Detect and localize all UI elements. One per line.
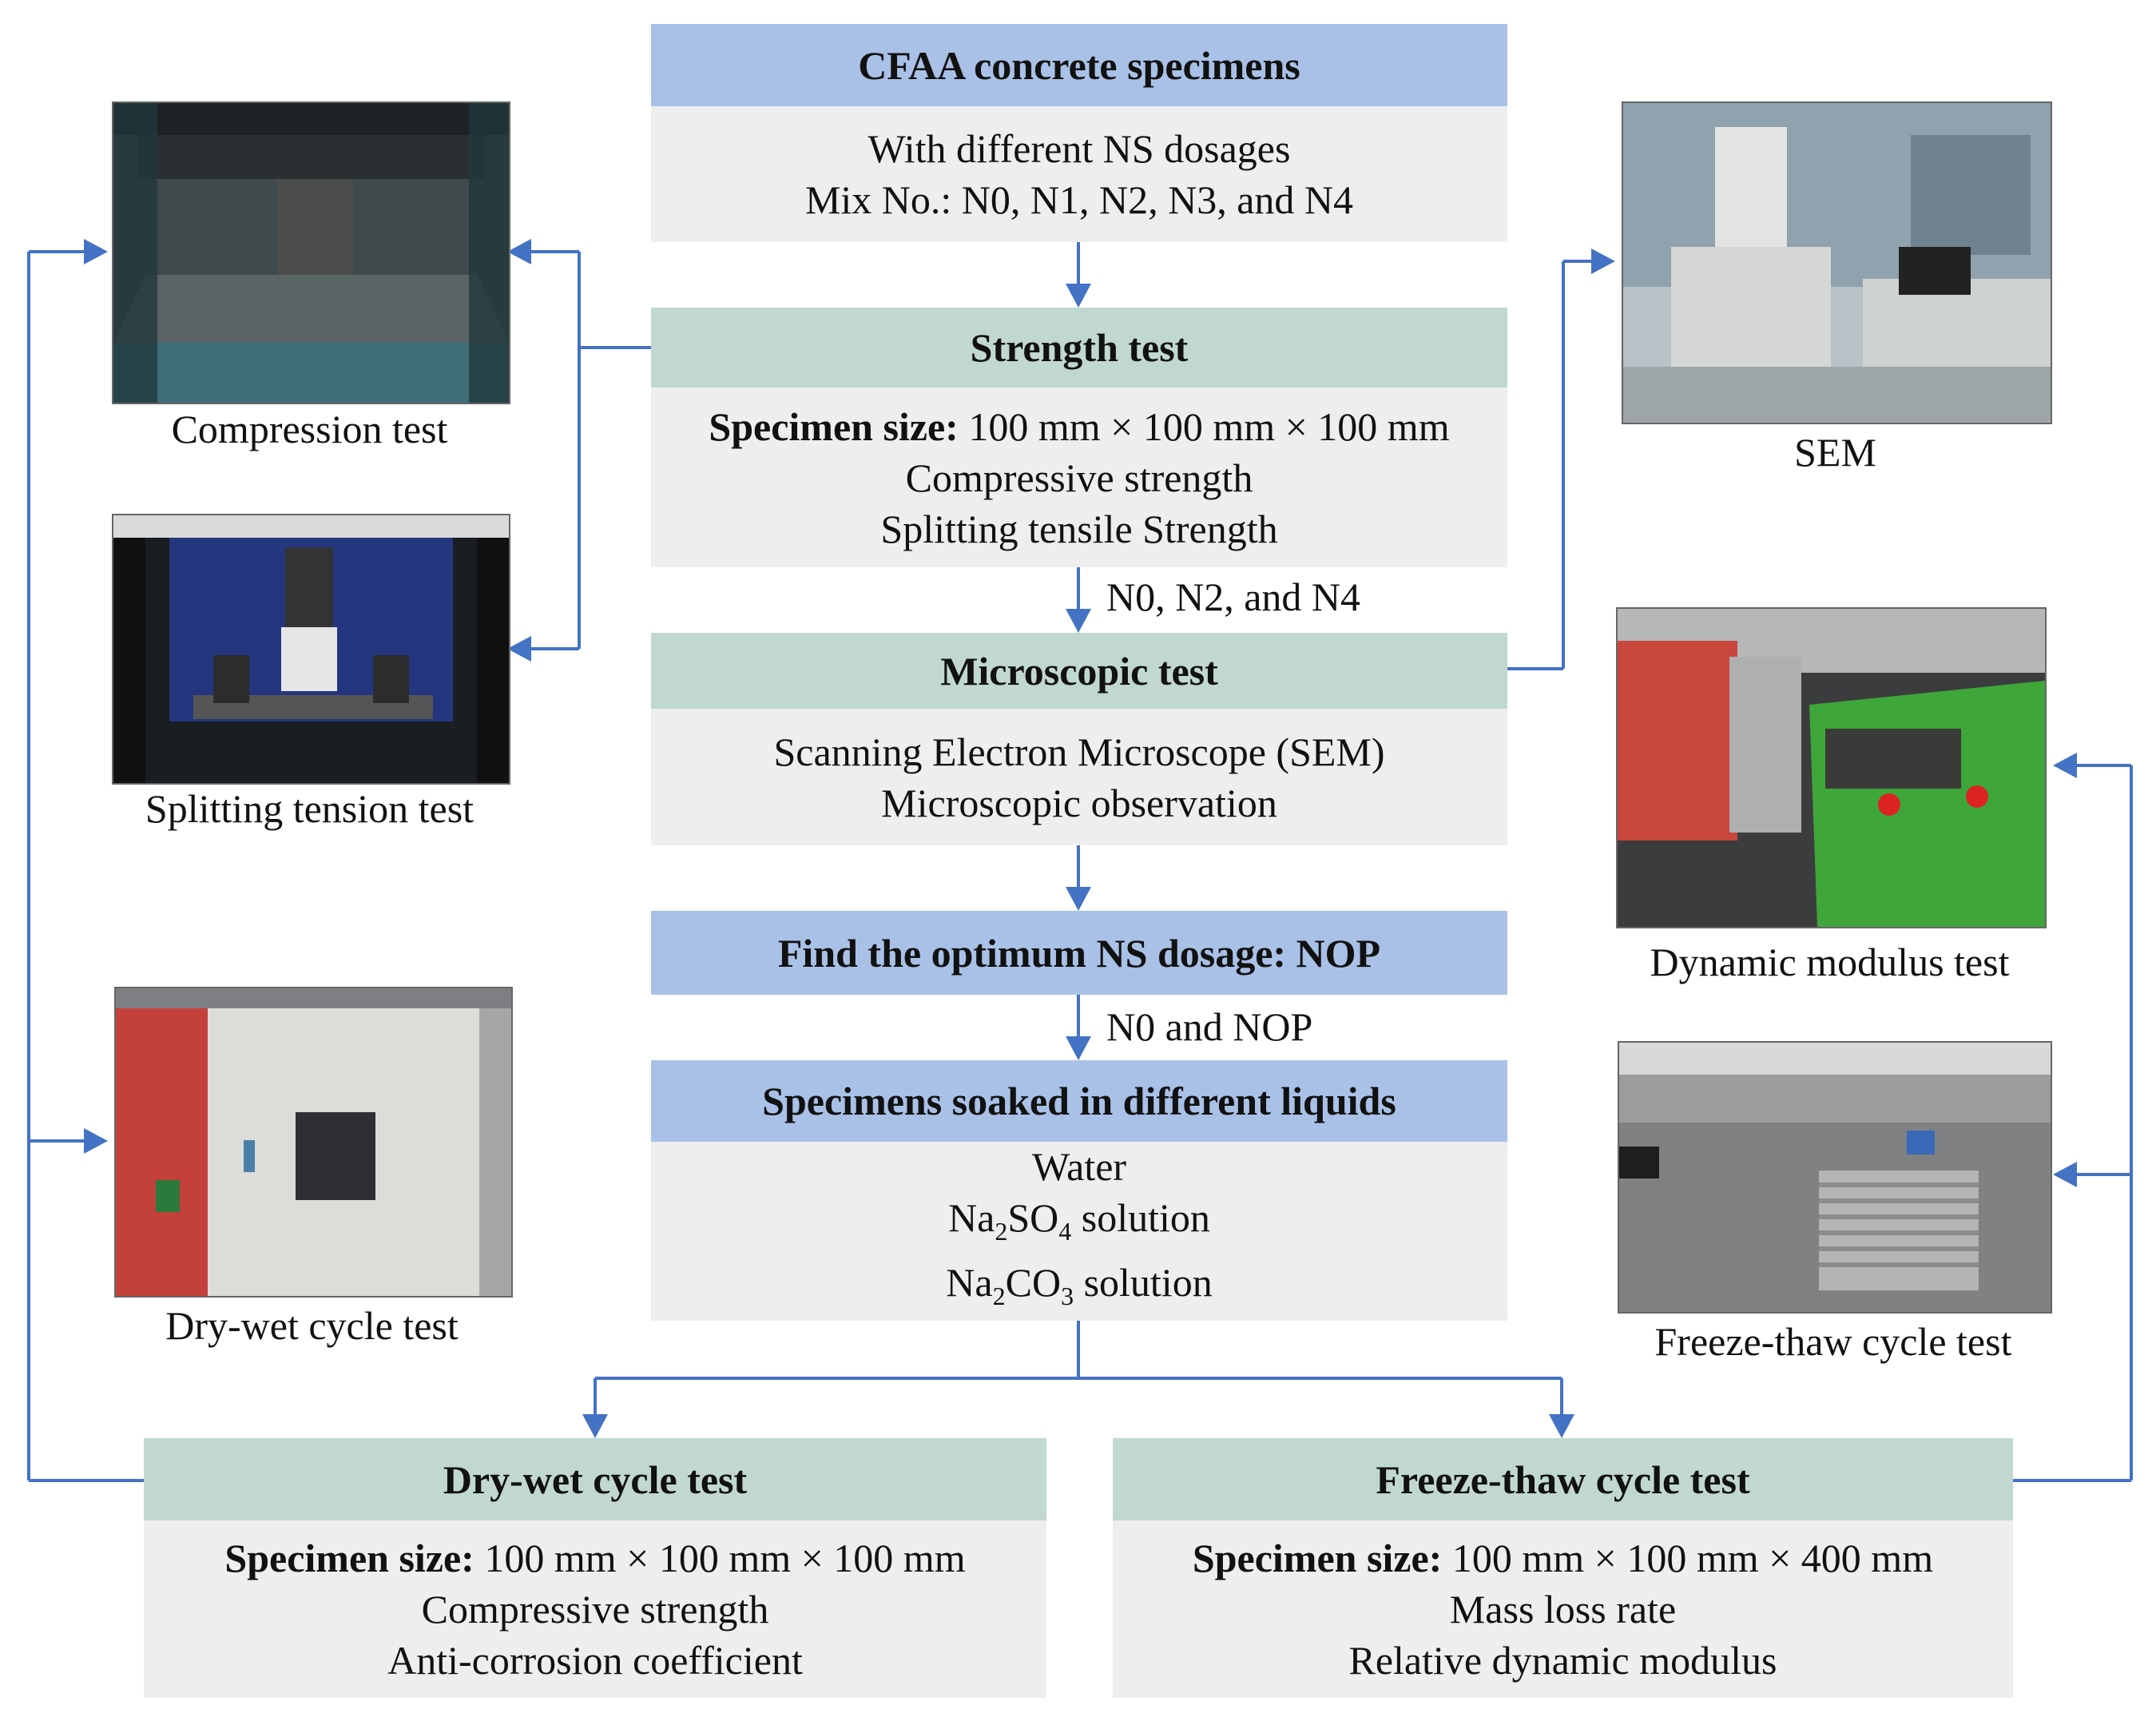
freeze-title: Freeze-thaw cycle test [1376,1457,1750,1502]
soaked-header: Specimens soaked in different liquids [651,1060,1507,1142]
microscopic-line2: Microscopic observation [881,780,1277,825]
strength-line3: Splitting tensile Strength [880,506,1278,551]
strength-size-value: 100 mm × 100 mm × 100 mm [958,403,1450,449]
specimens-header: CFAA concrete specimens [651,24,1507,106]
optimum-header: Find the optimum NS dosage: NOP [651,911,1507,995]
drywet-line2: Compressive strength [421,1587,769,1632]
soaked-line3-a: Na [946,1260,993,1305]
micro-edge-label: N0, N2, and N4 [1106,574,1361,619]
splitting-caption: Splitting tension test [145,786,474,831]
freeze-body: Specimen size: 100 mm × 100 mm × 400 mm … [1113,1520,2013,1698]
soaked-line2-sub2: 4 [1058,1217,1072,1246]
freeze-size-line: Specimen size: 100 mm × 100 mm × 400 mm [1193,1532,1933,1584]
freeze-line3: Relative dynamic modulus [1348,1638,1777,1683]
compression-caption: Compression test [171,407,448,451]
soaked-line3-c: solution [1074,1260,1213,1305]
soak-edge-label: N0 and NOP [1106,1004,1313,1049]
specimens-title: CFAA concrete specimens [858,42,1300,88]
optimum-title: Find the optimum NS dosage: NOP [777,930,1381,976]
soaked-line2: Na2SO4 solution [948,1192,1210,1257]
soaked-line2-sub1: 2 [995,1217,1008,1246]
drywet-caption: Dry-wet cycle test [165,1303,459,1348]
drywet-size-label: Specimen size: [224,1536,474,1580]
freeze-size-label: Specimen size: [1192,1536,1443,1580]
drywet-line3: Anti-corrosion coefficient [387,1638,803,1683]
soaked-line2-c: solution [1071,1195,1210,1240]
microscopic-body: Scanning Electron Microscope (SEM) Micro… [651,709,1507,845]
drywet-title: Dry-wet cycle test [443,1457,748,1502]
specimens-line1: With different NS dosages [868,126,1291,171]
splitting-test-photo [112,514,510,785]
soaked-line2-a: Na [948,1195,995,1240]
soaked-title: Specimens soaked in different liquids [762,1079,1396,1123]
strength-header: Strength test [651,308,1507,388]
microscopic-title: Microscopic test [940,648,1218,694]
drywet-body: Specimen size: 100 mm × 100 mm × 100 mm … [144,1520,1046,1698]
strength-title: Strength test [970,325,1189,370]
dynamic-modulus-photo [1616,607,2047,928]
sem-caption: SEM [1794,430,1876,475]
strength-size-line: Specimen size: 100 mm × 100 mm × 100 mm [709,401,1449,452]
strength-body: Specimen size: 100 mm × 100 mm × 100 mm … [651,388,1507,567]
drywet-test-photo [114,987,513,1298]
specimens-body: With different NS dosages Mix No.: N0, N… [651,106,1507,242]
microscopic-line1: Scanning Electron Microscope (SEM) [773,729,1385,774]
freeze-line2: Mass loss rate [1449,1587,1677,1632]
soaked-line1: Water [1031,1144,1127,1189]
freeze-thaw-photo [1618,1041,2052,1314]
strength-line2: Compressive strength [905,455,1253,500]
soaked-body: Water Na2SO4 solution Na2CO3 solution [651,1142,1507,1321]
soaked-line3-b: CO [1005,1260,1062,1305]
freezethaw-caption: Freeze-thaw cycle test [1654,1319,2012,1364]
specimens-line2: Mix No.: N0, N1, N2, N3, and N4 [804,177,1354,222]
soaked-line3-sub2: 3 [1061,1282,1074,1310]
drywet-size-line: Specimen size: 100 mm × 100 mm × 100 mm [224,1532,965,1584]
compression-test-photo [112,101,510,404]
dynamic-caption: Dynamic modulus test [1650,940,2010,984]
sem-photo [1622,101,2052,424]
soaked-line2-b: SO [1007,1195,1059,1240]
soaked-line3: Na2CO3 solution [946,1257,1212,1322]
freeze-header: Freeze-thaw cycle test [1113,1438,2013,1520]
drywet-header: Dry-wet cycle test [144,1438,1046,1520]
drywet-size-value: 100 mm × 100 mm × 100 mm [474,1536,966,1580]
microscopic-header: Microscopic test [651,633,1507,709]
soaked-line3-sub1: 2 [992,1282,1006,1310]
freeze-size-value: 100 mm × 100 mm × 400 mm [1442,1536,1934,1580]
strength-size-label: Specimen size: [709,403,959,449]
